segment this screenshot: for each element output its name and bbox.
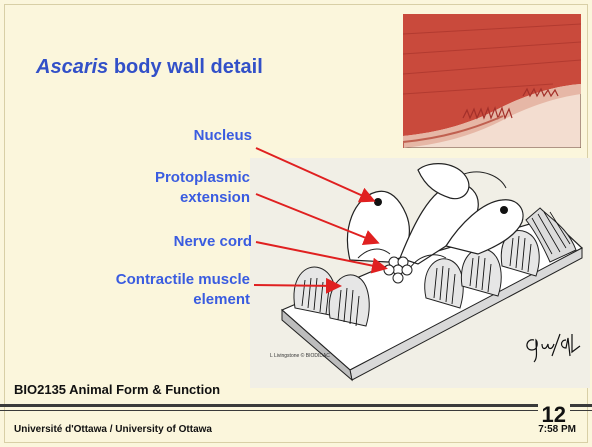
footer-rule-top bbox=[0, 404, 592, 407]
title-rest: body wall detail bbox=[108, 56, 262, 78]
title-italic: Ascaris bbox=[36, 56, 108, 78]
university-name: Université d'Ottawa / University of Otta… bbox=[14, 424, 212, 435]
footer-rule-bottom bbox=[0, 410, 592, 411]
label-contractile-line2: element bbox=[60, 290, 250, 310]
slide-time: 7:58 PM bbox=[538, 424, 576, 435]
label-contractile-line1: Contractile muscle bbox=[60, 270, 250, 290]
image-credit: L Livingstone © BIODIDAC bbox=[270, 353, 330, 359]
label-nucleus: Nucleus bbox=[174, 126, 252, 146]
micrograph-photo bbox=[403, 14, 581, 148]
label-nerve-cord: Nerve cord bbox=[130, 232, 252, 252]
label-protoplasmic-extension: Protoplasmic extension bbox=[100, 168, 250, 208]
course-title: BIO2135 Animal Form & Function bbox=[14, 382, 220, 397]
label-protoplasmic-line1: Protoplasmic bbox=[100, 168, 250, 188]
slide-title: Ascaris body wall detail bbox=[36, 56, 263, 79]
label-protoplasmic-line2: extension bbox=[100, 188, 250, 208]
label-contractile-muscle: Contractile muscle element bbox=[60, 270, 250, 310]
nucleus-dot bbox=[374, 198, 382, 206]
